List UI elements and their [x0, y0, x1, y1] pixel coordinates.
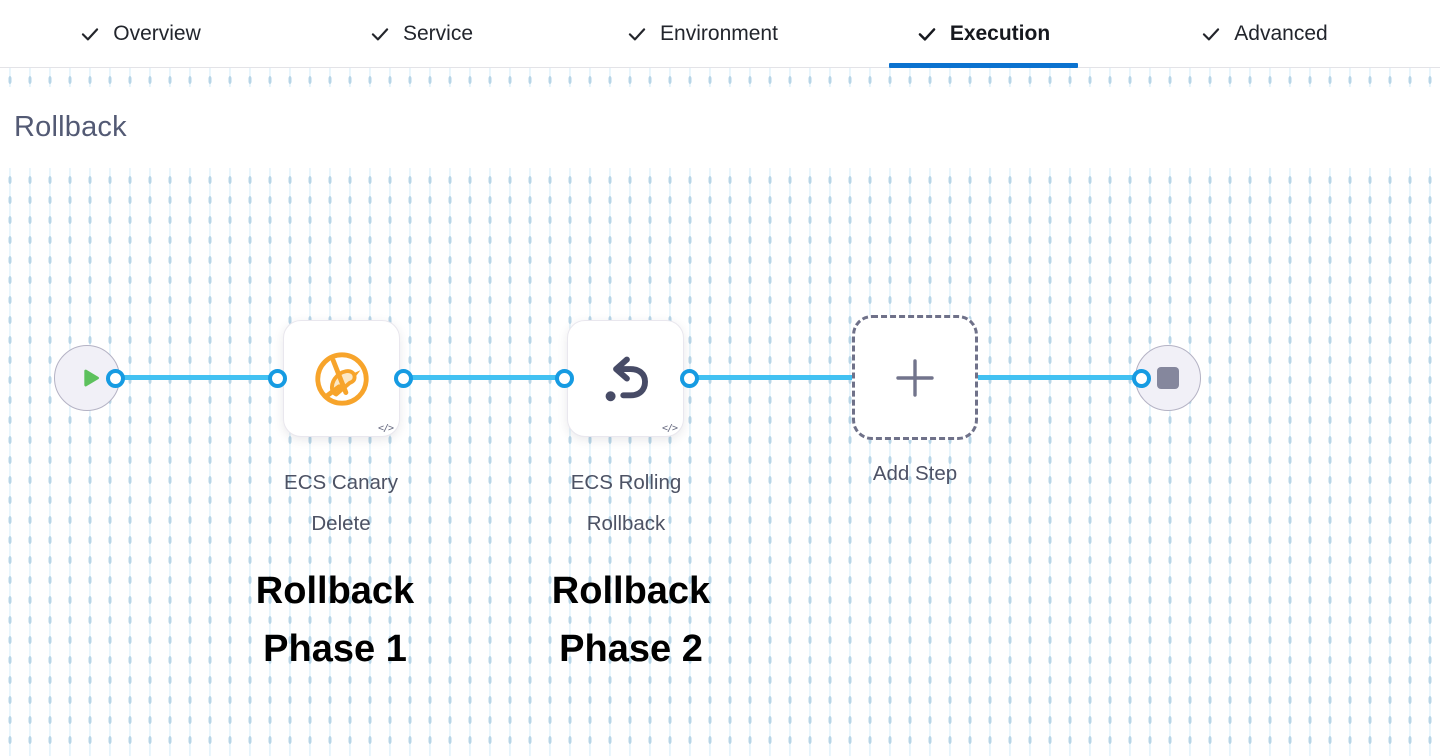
section-heading: Rollback: [14, 111, 127, 143]
annotation-rollback-phase-1: Rollback Phase 1: [175, 562, 495, 678]
tab-label: Environment: [660, 21, 778, 45]
step-name-line: ECS Rolling: [570, 471, 682, 494]
plus-icon: [895, 358, 935, 398]
pipeline-canvas[interactable]: Rollback </> </>: [0, 68, 1440, 756]
port[interactable]: [554, 368, 574, 388]
tab-execution[interactable]: Execution: [888, 0, 1079, 68]
port[interactable]: [1131, 368, 1151, 388]
check-icon: [370, 24, 390, 44]
step-name-label: ECS Canary Delete: [216, 462, 466, 544]
annotation-line: Rollback: [551, 570, 711, 612]
annotation-line: Rollback: [255, 570, 415, 612]
port[interactable]: [679, 368, 699, 388]
stop-icon: [1157, 367, 1179, 389]
tab-overview[interactable]: Overview: [52, 0, 229, 67]
check-icon: [917, 24, 937, 44]
annotation-line: Phase 2: [559, 628, 703, 670]
tab-label: Overview: [113, 21, 201, 45]
play-icon: [77, 365, 103, 391]
pipeline-end-node: [1135, 345, 1201, 411]
add-step-button[interactable]: [852, 315, 978, 440]
step-name-label: ECS Rolling Rollback: [501, 462, 751, 544]
tab-label: Execution: [949, 21, 1051, 45]
step-name-line: Rollback: [586, 512, 666, 535]
tab-label: Service: [402, 21, 474, 45]
check-icon: [80, 24, 100, 44]
code-badge-icon: </>: [661, 423, 678, 434]
canary-delete-icon: [311, 348, 373, 410]
step-node-ecs-rolling-rollback[interactable]: </>: [567, 320, 684, 437]
annotation-rollback-phase-2: Rollback Phase 2: [471, 562, 791, 678]
tab-label: Advanced: [1234, 21, 1328, 45]
port[interactable]: [393, 368, 413, 388]
check-icon: [1201, 24, 1221, 44]
section-heading-strip: Rollback: [0, 87, 1440, 168]
tab-service[interactable]: Service: [342, 0, 501, 67]
pipeline-start-node: [54, 345, 120, 411]
port[interactable]: [105, 368, 125, 388]
tab-advanced[interactable]: Advanced: [1173, 0, 1355, 67]
step-name-line: Delete: [311, 512, 371, 535]
step-node-ecs-canary-delete[interactable]: </>: [283, 320, 400, 437]
add-step-label: Add Step: [872, 462, 958, 485]
code-badge-icon: </>: [377, 423, 394, 434]
annotation-line: Phase 1: [263, 628, 407, 670]
tab-environment[interactable]: Environment: [599, 0, 806, 67]
check-icon: [627, 24, 647, 44]
rollback-arrow-icon: [597, 350, 655, 408]
stage-tabbar: Overview Service Environment Execution A…: [0, 0, 1440, 68]
step-name-line: ECS Canary: [284, 471, 398, 494]
port[interactable]: [267, 368, 287, 388]
